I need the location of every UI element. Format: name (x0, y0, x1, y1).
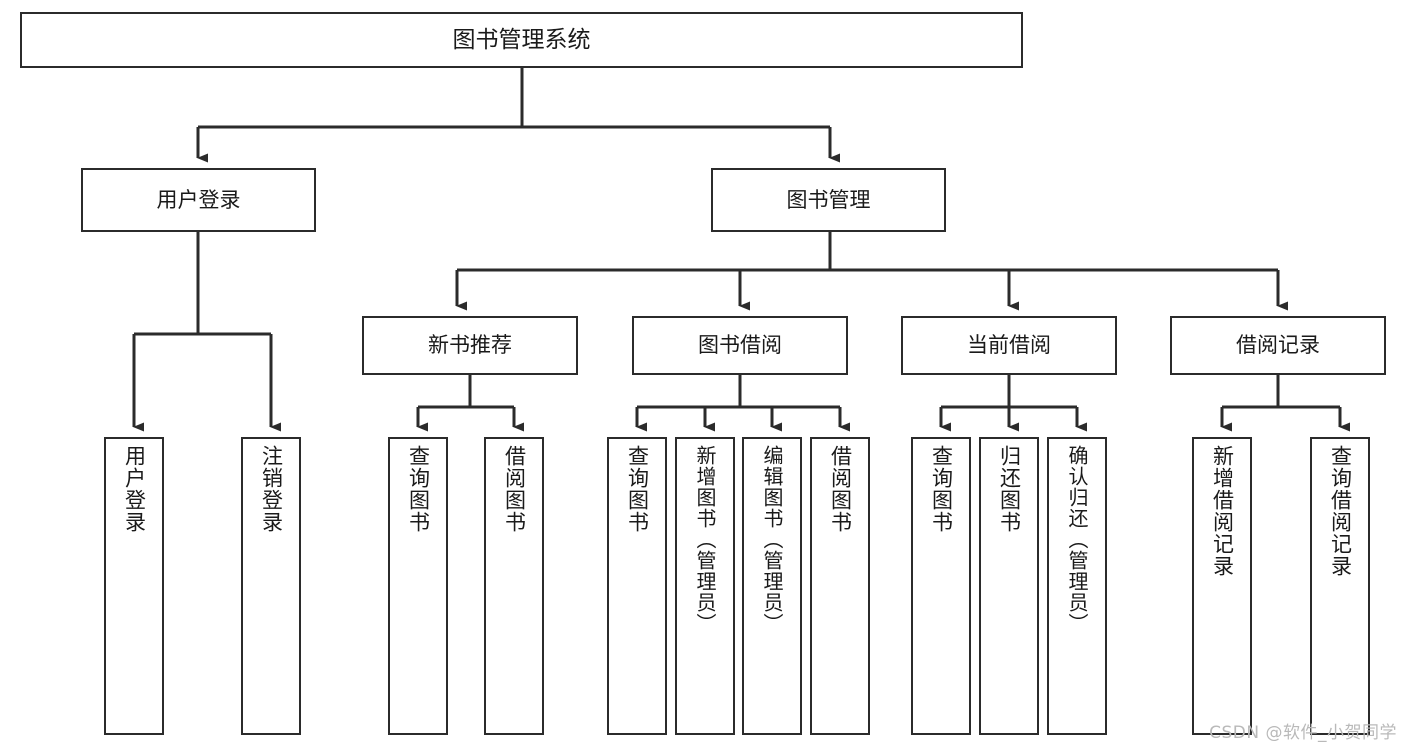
node-label: 新书推荐 (428, 333, 512, 358)
leaf-user-login[interactable]: 用户登录 (104, 437, 164, 735)
node-root-system[interactable]: 图书管理系统 (20, 12, 1023, 68)
leaf-return-book[interactable]: 归还图书 (979, 437, 1039, 735)
node-label: 查询图书 (625, 445, 650, 533)
node-label: 查询图书 (406, 445, 431, 533)
node-book-management[interactable]: 图书管理 (711, 168, 946, 232)
node-borrow-record[interactable]: 借阅记录 (1170, 316, 1386, 375)
node-book-borrow[interactable]: 图书借阅 (632, 316, 848, 375)
node-label: 确认归还（管理员） (1065, 445, 1089, 634)
leaf-add-book-admin[interactable]: 新增图书（管理员） (675, 437, 735, 735)
leaf-add-borrow-record[interactable]: 新增借阅记录 (1192, 437, 1252, 735)
node-label: 新增借阅记录 (1210, 445, 1235, 577)
node-label: 借阅图书 (502, 445, 527, 533)
watermark-text: CSDN @软件_小贺同学 (1209, 723, 1397, 743)
node-label: 图书管理系统 (452, 26, 591, 53)
node-current-borrow[interactable]: 当前借阅 (901, 316, 1117, 375)
node-label: 图书借阅 (698, 333, 782, 358)
node-user-login[interactable]: 用户登录 (81, 168, 316, 232)
node-label: 用户登录 (122, 445, 147, 533)
leaf-logout[interactable]: 注销登录 (241, 437, 301, 735)
leaf-borrow-book[interactable]: 借阅图书 (810, 437, 870, 735)
node-new-book-recommend[interactable]: 新书推荐 (362, 316, 578, 375)
leaf-confirm-return-admin[interactable]: 确认归还（管理员） (1047, 437, 1107, 735)
node-label: 用户登录 (156, 187, 241, 212)
node-label: 编辑图书（管理员） (760, 445, 784, 634)
node-label: 查询图书 (929, 445, 954, 533)
node-label: 借阅记录 (1236, 333, 1320, 358)
node-label: 注销登录 (259, 445, 284, 533)
leaf-query-book-current[interactable]: 查询图书 (911, 437, 971, 735)
leaf-edit-book-admin[interactable]: 编辑图书（管理员） (742, 437, 802, 735)
node-label: 新增图书（管理员） (693, 445, 717, 634)
node-label: 借阅图书 (828, 445, 853, 533)
leaf-query-book-recommend[interactable]: 查询图书 (388, 437, 448, 735)
node-label: 图书管理 (786, 187, 871, 212)
leaf-borrow-book-recommend[interactable]: 借阅图书 (484, 437, 544, 735)
node-label: 当前借阅 (967, 333, 1051, 358)
leaf-query-borrow-record[interactable]: 查询借阅记录 (1310, 437, 1370, 735)
leaf-query-book-borrow[interactable]: 查询图书 (607, 437, 667, 735)
node-label: 归还图书 (997, 445, 1022, 533)
node-label: 查询借阅记录 (1328, 445, 1353, 577)
